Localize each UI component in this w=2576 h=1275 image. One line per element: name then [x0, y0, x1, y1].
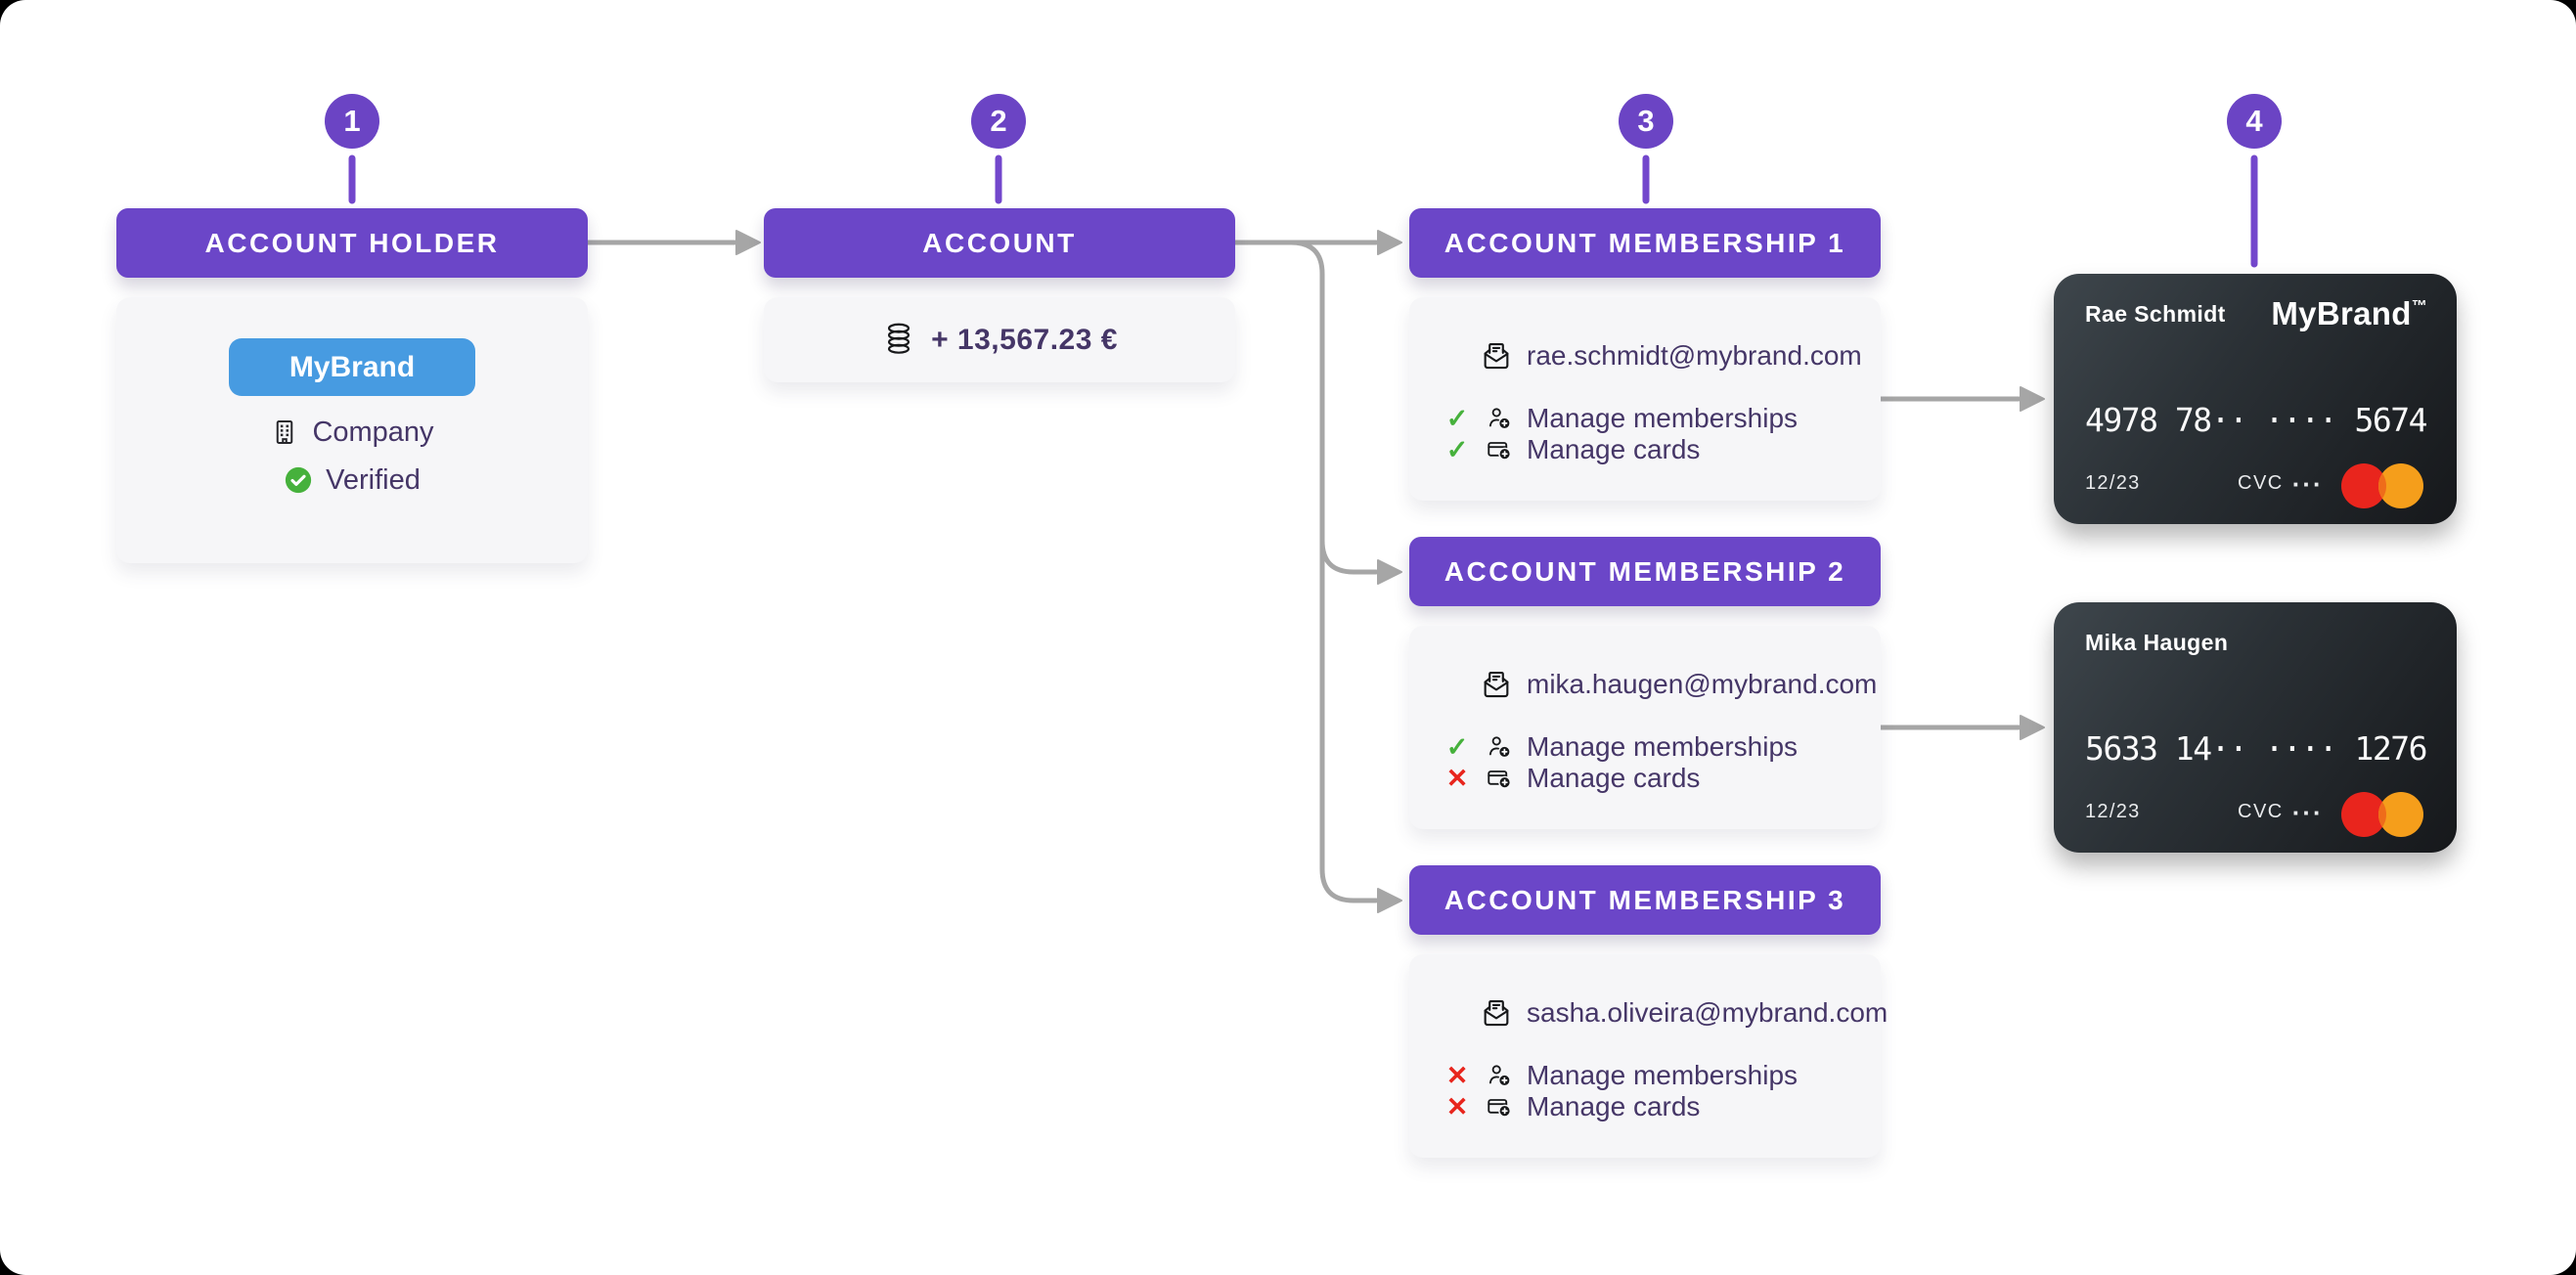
perm-label: Manage memberships [1527, 731, 1799, 762]
perm-label: Manage cards [1527, 763, 1701, 793]
card-add-icon [1486, 1093, 1513, 1121]
arrow-account-to-membership2 [1319, 538, 1379, 575]
cvc-label: CVC [2238, 472, 2284, 494]
step-number: 2 [990, 104, 1007, 138]
perm-label: Manage cards [1527, 1091, 1701, 1121]
membership2-title: ACCOUNT MEMBERSHIP 2 [1443, 555, 1846, 587]
membership3-title: ACCOUNT MEMBERSHIP 3 [1443, 884, 1846, 915]
allowed-check-icon: ✓ [1445, 731, 1469, 762]
cvc-dots: ··· [2291, 797, 2324, 827]
membership3-header: ACCOUNT MEMBERSHIP 3 [1409, 865, 1881, 935]
brand-badge: MyBrand [229, 338, 475, 396]
membership1-card: rae.schmidt@mybrand.com ✓ Manage members… [1409, 297, 1881, 501]
check-circle-icon [284, 465, 313, 495]
bank-card-2: Mika Haugen 5633 14·· ···· 1276 12/23 CV… [2054, 602, 2457, 853]
membership2-email: mika.haugen@mybrand.com [1527, 669, 1878, 699]
account-header: ACCOUNT [764, 208, 1235, 278]
account-holder-title: ACCOUNT HOLDER [204, 227, 500, 258]
card1-cvc: CVC ··· [2238, 468, 2324, 499]
trademark-symbol: ™ [2411, 298, 2427, 315]
membership1-header: ACCOUNT MEMBERSHIP 1 [1409, 208, 1881, 278]
denied-cross-icon: ✕ [1445, 1091, 1469, 1121]
membership2-perm-cards: ✕ Manage cards [1444, 762, 1701, 795]
account-holder-card: MyBrand Company [116, 297, 588, 563]
card1-holder-name: Rae Schmidt [2085, 301, 2226, 327]
coins-icon [881, 322, 916, 359]
card-add-icon [1486, 765, 1513, 792]
membership1-email: rae.schmidt@mybrand.com [1527, 340, 1862, 371]
bank-card-1: Rae Schmidt MyBrand™ 4978 78·· ···· 5674… [2054, 274, 2457, 524]
cvc-dots: ··· [2291, 468, 2324, 499]
cvc-label: CVC [2238, 801, 2284, 822]
open-envelope-icon [1480, 668, 1513, 701]
step-number: 3 [1637, 104, 1655, 138]
denied-cross-icon: ✕ [1445, 763, 1469, 793]
mastercard-circles-icon [2341, 792, 2423, 837]
account-holder-header: ACCOUNT HOLDER [116, 208, 588, 278]
membership2-perm-memberships: ✓ Manage memberships [1444, 730, 1798, 764]
arrow-account-to-membership3 [1288, 240, 1379, 903]
step-number: 4 [2245, 104, 2263, 138]
allowed-check-icon: ✓ [1445, 403, 1469, 433]
membership3-card: sasha.oliveira@mybrand.com ✕ Manage memb… [1409, 954, 1888, 1158]
card2-cvc: CVC ··· [2238, 797, 2324, 827]
person-add-icon [1486, 733, 1513, 761]
card2-expiry: 12/23 [2085, 801, 2141, 822]
membership1-perm-cards: ✓ Manage cards [1444, 433, 1701, 466]
membership3-perm-memberships: ✕ Manage memberships [1444, 1059, 1798, 1092]
step-marker-1: 1 [325, 94, 379, 149]
membership2-email-row: mika.haugen@mybrand.com [1480, 666, 1877, 703]
perm-label: Manage memberships [1527, 1060, 1799, 1090]
person-add-icon [1486, 1062, 1513, 1089]
perm-label: Manage memberships [1527, 403, 1799, 433]
perm-label: Manage cards [1527, 434, 1701, 464]
card1-brand-logo: MyBrand™ [2271, 295, 2427, 332]
holder-type-label: Company [312, 416, 434, 448]
membership3-perm-cards: ✕ Manage cards [1444, 1090, 1701, 1123]
open-envelope-icon [1480, 996, 1513, 1030]
membership1-perm-memberships: ✓ Manage memberships [1444, 402, 1798, 435]
account-balance-card: + 13,567.23 € [764, 297, 1235, 382]
membership1-email-row: rae.schmidt@mybrand.com [1480, 337, 1862, 374]
membership3-email: sasha.oliveira@mybrand.com [1527, 997, 1888, 1028]
step-marker-3: 3 [1619, 94, 1673, 149]
card1-expiry: 12/23 [2085, 472, 2141, 494]
holder-status-label: Verified [326, 463, 421, 496]
account-title: ACCOUNT [922, 227, 1077, 258]
card2-number: 5633 14·· ···· 1276 [2085, 729, 2428, 768]
step-number: 1 [343, 104, 361, 138]
account-balance-value: + 13,567.23 € [931, 323, 1118, 356]
membership2-header: ACCOUNT MEMBERSHIP 2 [1409, 537, 1881, 606]
brand-badge-label: MyBrand [289, 350, 416, 383]
card-add-icon [1486, 436, 1513, 463]
card1-number: 4978 78·· ···· 5674 [2085, 401, 2428, 439]
step-marker-2: 2 [971, 94, 1026, 149]
membership1-title: ACCOUNT MEMBERSHIP 1 [1443, 227, 1846, 258]
mastercard-circles-icon [2341, 463, 2423, 508]
membership3-email-row: sasha.oliveira@mybrand.com [1480, 994, 1888, 1032]
brand-text: MyBrand [2271, 295, 2412, 331]
holder-type-row: Company [270, 415, 434, 450]
card2-holder-name: Mika Haugen [2085, 630, 2229, 655]
step-marker-4: 4 [2227, 94, 2282, 149]
allowed-check-icon: ✓ [1445, 434, 1469, 464]
denied-cross-icon: ✕ [1445, 1060, 1469, 1090]
membership2-card: mika.haugen@mybrand.com ✓ Manage members… [1409, 626, 1881, 829]
open-envelope-icon [1480, 339, 1513, 373]
building-icon [270, 418, 299, 447]
holder-status-row: Verified [284, 462, 421, 498]
person-add-icon [1486, 405, 1513, 432]
